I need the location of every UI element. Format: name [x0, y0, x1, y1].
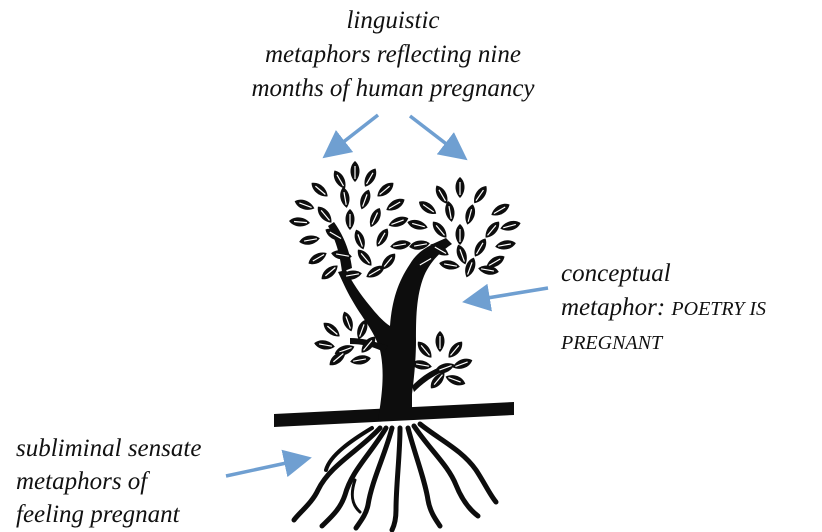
leaf [361, 166, 379, 189]
roots [294, 424, 496, 530]
leaf [321, 319, 343, 339]
leaf [471, 183, 490, 205]
leaf [289, 217, 311, 228]
leaf [463, 203, 477, 226]
leaf [298, 234, 320, 247]
leaf [349, 354, 371, 367]
leaf [309, 179, 331, 199]
leaf [494, 239, 516, 252]
leaf [384, 196, 407, 214]
leaf [436, 331, 445, 352]
leaf [451, 356, 474, 372]
leaf [293, 197, 316, 213]
leaf [374, 179, 396, 199]
leaf [444, 200, 457, 222]
leaf [416, 198, 438, 217]
leaf [482, 219, 502, 241]
leaf [339, 186, 352, 208]
leaf [352, 228, 368, 251]
leaf [438, 259, 460, 272]
tree-icon [274, 161, 522, 530]
arrow-bottom [226, 459, 305, 476]
leaf [499, 219, 522, 233]
leaf [406, 218, 429, 232]
leaf [429, 219, 449, 241]
arrow-right [469, 288, 548, 301]
leaf [454, 243, 470, 266]
leaf [340, 310, 356, 333]
leaf [351, 161, 360, 182]
leaf [445, 339, 465, 361]
leaf [389, 239, 411, 252]
leaf [313, 339, 335, 352]
leaf [373, 226, 391, 249]
arrow-top-left [328, 115, 378, 154]
leaf [387, 214, 410, 230]
trunk [338, 238, 452, 420]
arrow-top-right [410, 116, 462, 156]
leaf [354, 247, 374, 269]
leaf [314, 204, 334, 226]
leaf [367, 206, 384, 229]
leaf [319, 262, 341, 282]
leaf [471, 236, 489, 259]
leaf [306, 249, 329, 267]
leaf [346, 209, 355, 230]
leaf [414, 339, 434, 361]
leaf [331, 168, 349, 191]
leaf [489, 201, 512, 219]
leaf [444, 372, 467, 388]
leaf [456, 177, 465, 198]
leaf [456, 224, 465, 245]
leaf [357, 188, 373, 211]
